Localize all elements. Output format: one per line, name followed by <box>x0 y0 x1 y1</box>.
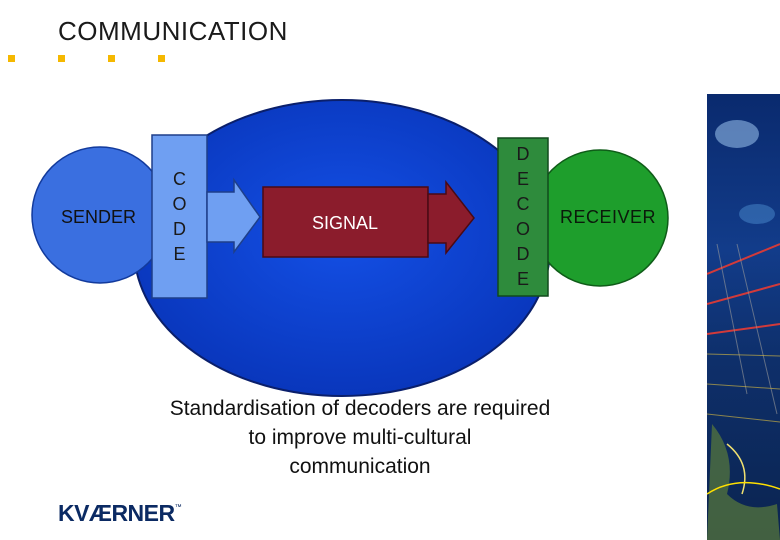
decode-letters: D E C O D E <box>498 138 548 296</box>
signal-box <box>262 186 429 258</box>
map-graphic <box>707 94 780 540</box>
receiver-label: RECEIVER <box>560 207 657 227</box>
code-letter: O <box>172 193 187 214</box>
decode-letter: E <box>516 169 529 189</box>
caption-line: to improve multi-cultural <box>248 426 472 449</box>
bullet-dot-3 <box>108 55 115 62</box>
decode-letter: D <box>516 244 530 264</box>
code-letter: C <box>173 168 186 189</box>
trademark-mark: ™ <box>174 504 182 511</box>
caption-line: communication <box>289 455 431 478</box>
signal-label: SIGNAL <box>312 213 379 233</box>
decode-letter: C <box>516 194 530 214</box>
caption-line: Standardisation of decoders are required <box>169 397 551 420</box>
code-letter: D <box>173 218 186 239</box>
side-map-image <box>707 94 780 540</box>
decode-box <box>497 137 549 297</box>
slide-title: COMMUNICATION <box>58 16 288 46</box>
kvaerner-logo: KVÆRNER™ <box>58 500 182 527</box>
sender-label: SENDER <box>61 207 137 227</box>
signal-arrow <box>427 179 475 256</box>
decode-letter: O <box>515 219 530 239</box>
code-letter: E <box>173 243 186 264</box>
logo-text: KVÆRNER <box>58 500 175 526</box>
code-letters: C O D E <box>152 135 207 298</box>
bullet-dot-1 <box>8 55 15 62</box>
code-arrow <box>206 177 261 255</box>
bullet-dot-4 <box>158 55 165 62</box>
decode-letter: D <box>516 144 530 164</box>
decode-letter: E <box>516 269 529 289</box>
bullet-dot-2 <box>58 55 65 62</box>
caption: Standardisation of decoders are required… <box>110 394 610 481</box>
